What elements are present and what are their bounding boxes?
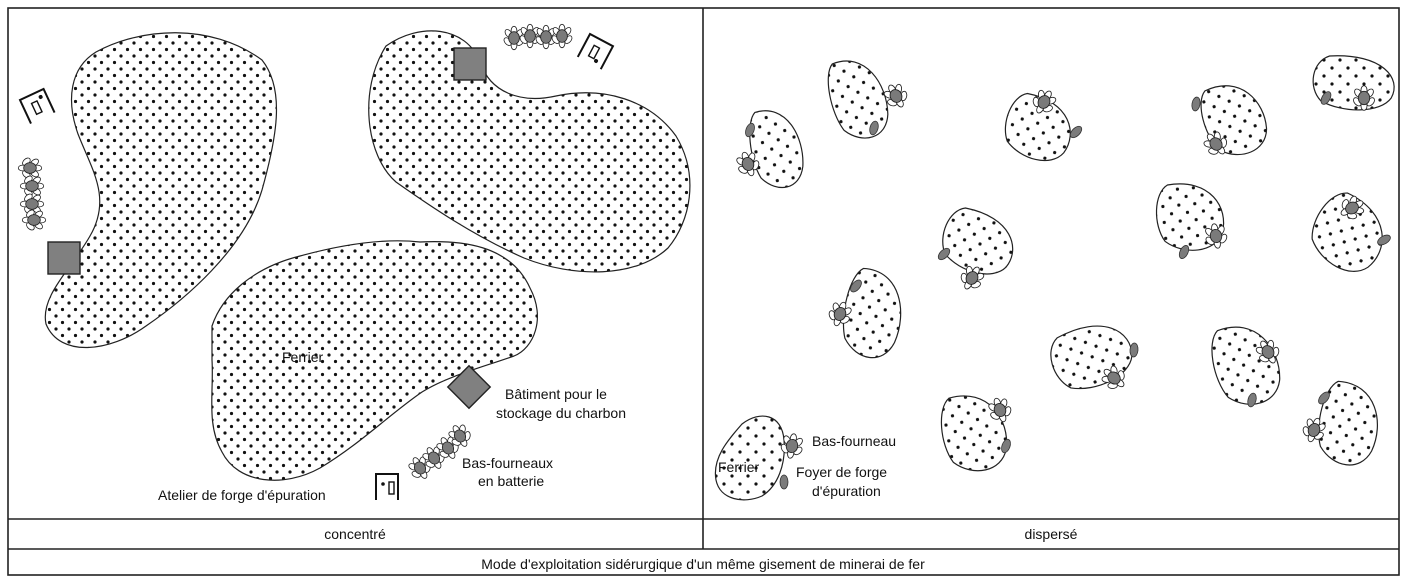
ferrier-small bbox=[942, 207, 1014, 275]
ferrier-small bbox=[1050, 325, 1133, 390]
ferrier-large-bottom bbox=[211, 240, 538, 481]
foyer-icon bbox=[1069, 125, 1083, 139]
bas-fourneau-icon bbox=[21, 209, 47, 231]
dispersed-site bbox=[937, 207, 1014, 290]
bas-fourneau-icon bbox=[535, 24, 557, 50]
ferrier-small bbox=[1311, 192, 1383, 272]
foyer-icon bbox=[1178, 245, 1190, 259]
ferrier-label-left: Ferrier bbox=[282, 349, 324, 365]
foyer-icon bbox=[1001, 438, 1011, 454]
bas-fourneau-icon bbox=[883, 83, 908, 108]
bas-fourneau-icon bbox=[503, 25, 525, 51]
foyer-icon bbox=[779, 474, 789, 490]
dispersed-site bbox=[1312, 55, 1395, 111]
ferrier-small bbox=[1312, 55, 1395, 111]
bas-fourneau-icon bbox=[1302, 417, 1326, 443]
bas-fourneau-icon bbox=[1340, 195, 1365, 220]
storage-building bbox=[446, 364, 492, 410]
dispersed-site bbox=[1211, 326, 1281, 408]
bas-fourneau-icon bbox=[1255, 339, 1280, 364]
foyer-icon bbox=[745, 122, 755, 138]
ferrier-small bbox=[1318, 380, 1378, 466]
atelier-label: Atelier de forge d'épuration bbox=[158, 487, 326, 503]
foyer-icon bbox=[1377, 234, 1391, 246]
ferrier-small bbox=[1004, 92, 1071, 162]
storage-building bbox=[453, 47, 487, 81]
bas-fourneau-icon bbox=[960, 265, 985, 290]
foyer-icon bbox=[1191, 96, 1201, 112]
bas-fourneaux-battery bbox=[503, 23, 573, 51]
ferrier-small bbox=[1211, 326, 1281, 405]
bas-fourneaux-battery bbox=[408, 424, 471, 479]
bas-fourneau-icon bbox=[736, 151, 760, 177]
panel-concentre: Ferrier Bâtiment pour le stockage du cha… bbox=[17, 23, 691, 503]
bas-fourneau-icon bbox=[19, 175, 45, 197]
dispersed-site bbox=[1050, 325, 1139, 390]
ferrier-large-right bbox=[368, 30, 691, 273]
foyer-icon bbox=[869, 120, 879, 136]
dispersed-site bbox=[1302, 380, 1378, 466]
forge-atelier-icon bbox=[18, 87, 56, 124]
bas-fourneau-icon bbox=[422, 446, 445, 469]
foyer-icon bbox=[850, 279, 862, 293]
bas-fourneau-icon bbox=[448, 424, 471, 447]
dispersed-site bbox=[1311, 192, 1391, 272]
dispersed-site bbox=[828, 267, 902, 359]
dispersed-site bbox=[1004, 89, 1083, 162]
ferrier-small bbox=[714, 415, 785, 501]
foyer-label: Foyer de forge bbox=[796, 464, 887, 480]
batiment-label: stockage du charbon bbox=[496, 405, 626, 421]
bas-fourneaux-label: en batterie bbox=[478, 473, 544, 489]
dispersed-site bbox=[1191, 85, 1268, 155]
forge-atelier-icon bbox=[375, 473, 399, 500]
ferrier-label-right: Ferrier bbox=[718, 459, 760, 475]
bas-fourneau-icon bbox=[408, 456, 431, 479]
foyer-icon bbox=[1320, 91, 1332, 105]
dispersed-site bbox=[940, 395, 1012, 472]
ferrier-large-left bbox=[44, 32, 278, 349]
bas-fourneau-icon bbox=[19, 193, 45, 215]
foyer-icon bbox=[1247, 392, 1257, 408]
bas-fourneaux-label: Bas-fourneaux bbox=[462, 455, 553, 471]
panel-disperse: Ferrier Bas-fourneau Foyer de forge d'ép… bbox=[714, 55, 1395, 501]
bas-fourneau-icon bbox=[780, 433, 803, 459]
bas-fourneau-icon bbox=[828, 301, 852, 327]
forge-atelier-icon bbox=[576, 32, 615, 70]
bas-fourneau-icon bbox=[1205, 223, 1228, 249]
ferrier-small bbox=[842, 267, 902, 359]
bas-fourneau-icon bbox=[780, 433, 803, 459]
dispersed-site bbox=[827, 60, 908, 139]
dispersed-site bbox=[1155, 183, 1228, 259]
bas-fourneau-icon bbox=[1032, 89, 1057, 114]
panel-label-disperse: dispersé bbox=[1025, 526, 1078, 542]
dispersed-sites bbox=[736, 55, 1395, 472]
bas-fourneaux-battery bbox=[17, 157, 47, 231]
ferrier-small bbox=[1200, 85, 1268, 155]
bas-fourneau-icon bbox=[551, 23, 573, 49]
ferrier-small bbox=[749, 110, 804, 188]
bas-fourneau-label: Bas-fourneau bbox=[812, 433, 896, 449]
panel-label-concentre: concentré bbox=[324, 526, 386, 542]
bas-fourneau-icon bbox=[1203, 131, 1228, 155]
bas-fourneau-icon bbox=[988, 397, 1012, 423]
batiment-label: Bâtiment pour le bbox=[505, 386, 607, 402]
storage-building bbox=[47, 241, 81, 275]
foyer-icon bbox=[1129, 342, 1139, 358]
bas-fourneau-icon bbox=[1101, 365, 1125, 390]
ferrier-small bbox=[827, 60, 889, 139]
dispersed-site bbox=[736, 110, 804, 188]
bas-fourneau-icon bbox=[1353, 85, 1375, 111]
foyer-label: d'épuration bbox=[812, 483, 881, 499]
foyer-icon bbox=[937, 247, 951, 261]
figure-caption: Mode d'exploitation sidérurgique d'un mê… bbox=[481, 556, 925, 572]
foyer-icon bbox=[1318, 391, 1330, 405]
